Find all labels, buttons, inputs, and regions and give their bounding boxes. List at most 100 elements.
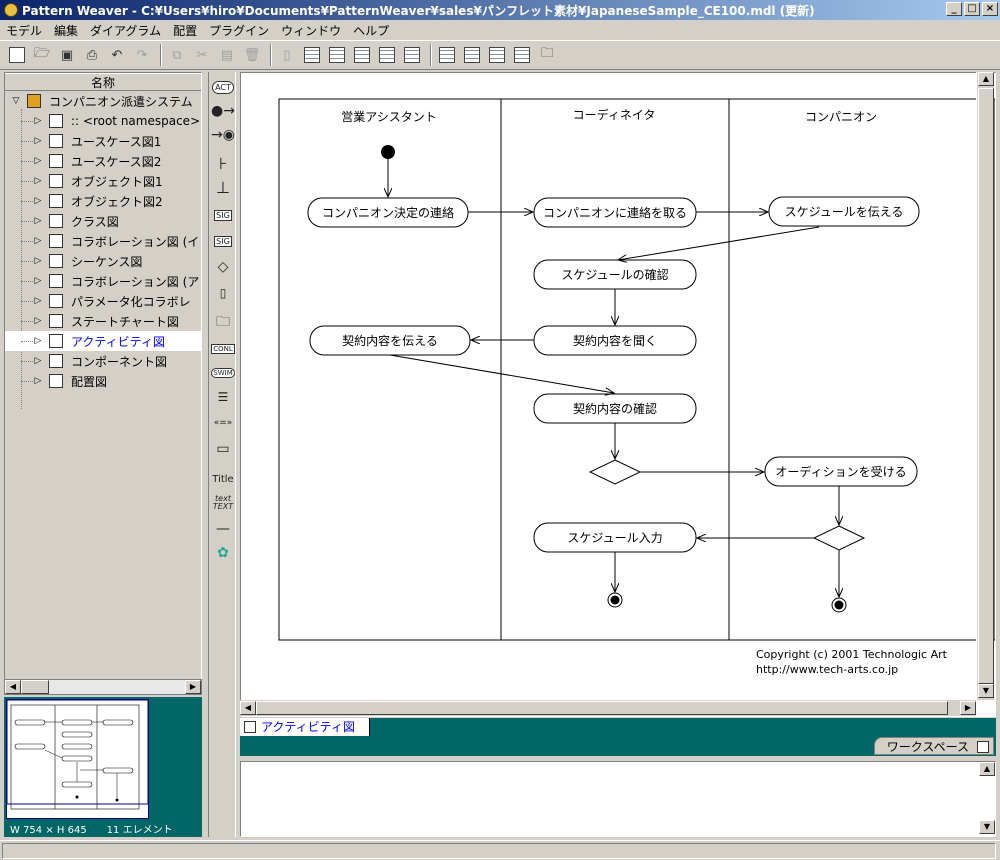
scroll-thumb[interactable] [256,701,948,715]
expand-icon[interactable]: ▷ [34,216,42,226]
fork-tool[interactable]: ⊦ [212,152,234,174]
new-button[interactable] [6,44,28,66]
output-panel[interactable]: ▲ ▼ [240,761,996,837]
expand-icon[interactable]: ▷ [34,256,42,266]
close-button[interactable]: × [982,2,998,16]
lane-title[interactable]: コーディネイタ [573,107,656,122]
minimize-button[interactable]: _ [946,2,962,16]
tree-item[interactable]: ▷ユースケース図1 [5,131,201,151]
paste-button[interactable]: ▤ [216,44,238,66]
join-tool[interactable]: ⊥ [212,176,234,198]
overview-map[interactable] [6,699,149,819]
conl-tool[interactable]: CONL [211,344,235,354]
menu-diagram[interactable]: ダイアグラム [90,23,162,38]
title-tool[interactable]: Title [212,473,234,485]
text-tool[interactable]: text TEXT [212,494,234,511]
tab-workspace[interactable]: ワークスペース [873,737,994,755]
menu-edit[interactable]: 編集 [54,23,79,38]
decision-node[interactable] [812,525,866,551]
menu-help[interactable]: ヘルプ [353,23,390,38]
action-state-tool[interactable]: ACT [212,76,234,98]
find-button[interactable]: ▯ [276,44,298,66]
deployment-diagram-button[interactable] [486,44,508,66]
tree-header[interactable]: 名称 [5,73,201,91]
expand-icon[interactable]: ▷ [34,376,42,386]
activity-node[interactable] [764,456,918,487]
collapse-icon[interactable]: ▽ [12,96,20,106]
scroll-thumb[interactable] [21,680,49,694]
tree-item[interactable]: ▷配置図 [5,371,201,391]
tree-item-selected[interactable]: ▷アクティビティ図 [5,331,201,351]
tree-item[interactable]: ▷オブジェクト図1 [5,171,201,191]
tree-horizontal-scrollbar[interactable]: ◀ ▶ [4,679,202,695]
decision-node[interactable] [588,459,642,485]
lane-title[interactable]: コンパニオン [805,110,877,124]
print-button[interactable]: ⎙ [81,44,103,66]
undo-button[interactable]: ↶ [106,44,128,66]
scroll-right-icon[interactable]: ▶ [185,680,201,694]
redo-button[interactable]: ↷ [131,44,153,66]
sequence-diagram-button[interactable] [511,44,533,66]
class-tool[interactable]: ☰ [212,386,234,408]
expand-icon[interactable]: ▷ [34,156,42,166]
class-diagram-button[interactable] [326,44,348,66]
signal-send-tool[interactable]: SIG [214,209,232,221]
scroll-down-icon[interactable]: ▼ [978,684,994,698]
tree-item[interactable]: ▷:: <root namespace> [5,111,201,131]
plugin-tool[interactable]: ✿ [212,542,234,564]
menu-plugin[interactable]: プラグイン [209,23,270,38]
delete-button[interactable]: 🗑 [241,44,263,66]
scroll-left-icon[interactable]: ◀ [5,680,21,694]
menu-model[interactable]: モデル [6,23,43,38]
collab2-diagram-button[interactable] [376,44,398,66]
expand-icon[interactable]: ▷ [34,176,42,186]
tree-item[interactable]: ▷ステートチャート図 [5,311,201,331]
tree-root[interactable]: ▽ コンパニオン派遣システム [12,94,193,109]
tree-item[interactable]: ▷コラボレーション図 (イ [5,231,201,251]
tree-item[interactable]: ▷シーケンス図 [5,251,201,271]
object-flow-tool[interactable]: ▯ [212,282,234,304]
scroll-up-icon[interactable]: ▲ [978,72,994,86]
swimlane-tool[interactable]: SWIM [211,368,235,378]
signal-receive-tool[interactable]: SIG [214,235,232,247]
tree-item[interactable]: ▷パラメータ化コラボレ [5,291,201,311]
scroll-up-icon[interactable]: ▲ [979,762,995,776]
transition-tool[interactable]: ●→ [211,100,235,122]
scroll-thumb[interactable] [978,88,994,684]
activity-node[interactable] [768,196,920,227]
expand-icon[interactable]: ▷ [34,236,42,246]
menu-layout[interactable]: 配置 [173,23,198,38]
expand-icon[interactable]: ▷ [34,136,42,146]
final-transition-tool[interactable]: →◉ [211,124,235,146]
expand-icon[interactable]: ▷ [34,116,42,126]
expand-icon[interactable]: ▷ [34,296,42,306]
expand-icon[interactable]: ▷ [34,196,42,206]
line-tool[interactable]: — [212,518,234,540]
maximize-button[interactable]: □ [964,2,980,16]
canvas-horizontal-scrollbar[interactable]: ◀ ▶ [240,700,976,716]
tree-item[interactable]: ▷コンポーネント図 [5,351,201,371]
copy-button[interactable]: ⧉ [166,44,188,66]
save-button[interactable]: ▣ [56,44,78,66]
decision-tool[interactable]: ◇ [212,256,234,278]
initial-state[interactable] [381,145,395,159]
menu-window[interactable]: ウィンドウ [281,23,342,38]
tree-item[interactable]: ▷コラボレーション図 (ア [5,271,201,291]
tree-item[interactable]: ▷オブジェクト図2 [5,191,201,211]
tree-item[interactable]: ▷ユースケース図2 [5,151,201,171]
canvas-vertical-scrollbar[interactable]: ▲ ▼ [976,72,994,700]
open-button[interactable]: 🗁 [31,44,53,66]
expand-icon[interactable]: ▷ [34,356,42,366]
activity-diagram-button[interactable] [436,44,458,66]
state-diagram-button[interactable] [401,44,423,66]
scroll-left-icon[interactable]: ◀ [240,701,256,715]
realize-tool[interactable]: «=» [213,418,233,428]
collab-diagram-button[interactable] [351,44,373,66]
note-tool[interactable]: ▭ [212,438,234,460]
tree-item[interactable]: ▷クラス図 [5,211,201,231]
scroll-right-icon[interactable]: ▶ [960,701,976,715]
scroll-down-icon[interactable]: ▼ [979,820,995,834]
expand-icon[interactable]: ▷ [34,316,42,326]
lane-title[interactable]: 営業アシスタント [341,110,437,124]
diagram-canvas[interactable]: 営業アシスタント コーディネイタ コンパニオン コンパニオン決定の連絡 コンパニ… [240,72,996,717]
